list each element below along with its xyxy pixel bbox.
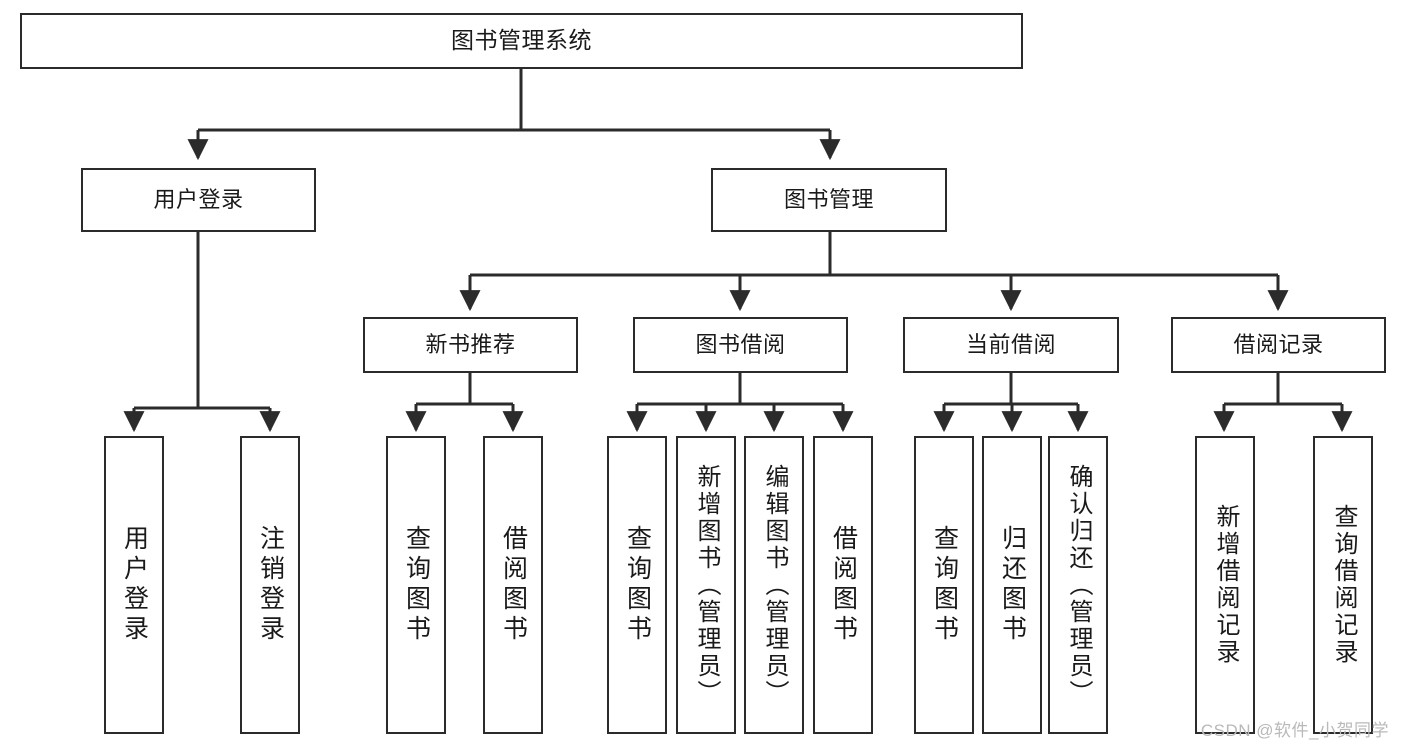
node-label: 新书推荐 bbox=[425, 332, 516, 358]
node-label: 编辑图书（管理员） bbox=[761, 463, 788, 707]
watermark-text: CSDN @软件_小贺同学 bbox=[1200, 721, 1389, 740]
node-current-borrow[interactable]: 当前借阅 bbox=[903, 317, 1119, 373]
leaf-current-return-book[interactable]: 归还图书 bbox=[982, 436, 1042, 734]
node-root-system[interactable]: 图书管理系统 bbox=[20, 13, 1023, 69]
node-label: 归还图书 bbox=[998, 525, 1027, 645]
leaf-borrow-edit-book-admin[interactable]: 编辑图书（管理员） bbox=[744, 436, 804, 734]
leaf-current-query-book[interactable]: 查询图书 bbox=[914, 436, 974, 734]
node-label: 新增借阅记录 bbox=[1212, 504, 1239, 666]
leaf-borrow-add-book-admin[interactable]: 新增图书（管理员） bbox=[676, 436, 736, 734]
leaf-borrow-query-book[interactable]: 查询图书 bbox=[607, 436, 667, 734]
node-user-login[interactable]: 用户登录 bbox=[81, 168, 316, 232]
node-label: 查询图书 bbox=[930, 525, 959, 645]
node-label: 查询图书 bbox=[402, 525, 431, 645]
node-label: 借阅记录 bbox=[1233, 332, 1324, 358]
leaf-user-login-logout[interactable]: 注销登录 bbox=[240, 436, 300, 734]
leaf-new-book-borrow[interactable]: 借阅图书 bbox=[483, 436, 543, 734]
node-label: 注销登录 bbox=[256, 525, 285, 645]
node-label: 借阅图书 bbox=[829, 525, 858, 645]
node-label: 新增图书（管理员） bbox=[693, 463, 720, 707]
leaf-record-query-record[interactable]: 查询借阅记录 bbox=[1313, 436, 1373, 734]
node-label: 查询借阅记录 bbox=[1330, 504, 1357, 666]
node-label: 图书管理 bbox=[783, 187, 874, 213]
node-book-borrow[interactable]: 图书借阅 bbox=[633, 317, 848, 373]
leaf-new-book-query[interactable]: 查询图书 bbox=[386, 436, 446, 734]
leaf-record-add-record[interactable]: 新增借阅记录 bbox=[1195, 436, 1255, 734]
node-label: 借阅图书 bbox=[499, 525, 528, 645]
leaf-user-login-login[interactable]: 用户登录 bbox=[104, 436, 164, 734]
node-label: 图书借阅 bbox=[695, 332, 786, 358]
node-label: 查询图书 bbox=[623, 525, 652, 645]
leaf-current-confirm-return-admin[interactable]: 确认归还（管理员） bbox=[1048, 436, 1108, 734]
node-label: 用户登录 bbox=[153, 187, 244, 213]
leaf-borrow-borrow-book[interactable]: 借阅图书 bbox=[813, 436, 873, 734]
node-label: 当前借阅 bbox=[965, 332, 1056, 358]
node-new-book-recommend[interactable]: 新书推荐 bbox=[363, 317, 578, 373]
node-label: 用户登录 bbox=[120, 525, 149, 645]
node-label: 图书管理系统 bbox=[451, 27, 592, 54]
node-book-management[interactable]: 图书管理 bbox=[711, 168, 947, 232]
node-label: 确认归还（管理员） bbox=[1065, 463, 1092, 707]
node-borrow-record[interactable]: 借阅记录 bbox=[1171, 317, 1386, 373]
